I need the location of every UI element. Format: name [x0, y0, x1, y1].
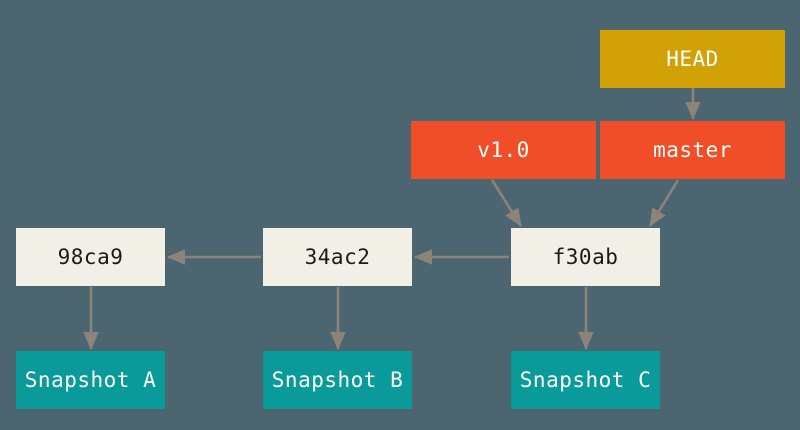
node-snapshot-c-label: Snapshot C: [519, 368, 652, 392]
node-commit-98ca9[interactable]: 98ca9: [16, 228, 165, 286]
node-snapshot-a-label: Snapshot A: [24, 368, 157, 392]
node-commit-98ca9-label: 98ca9: [57, 245, 124, 269]
node-commit-f30ab-label: f30ab: [552, 245, 619, 269]
node-snapshot-a[interactable]: Snapshot A: [16, 351, 165, 409]
node-head-label: HEAD: [666, 47, 719, 71]
node-head[interactable]: HEAD: [600, 30, 785, 88]
node-branch-master-label: master: [653, 138, 732, 162]
node-tag-v1-0-label: v1.0: [477, 138, 530, 162]
node-commit-34ac2[interactable]: 34ac2: [263, 228, 412, 286]
node-commit-34ac2-label: 34ac2: [304, 245, 371, 269]
node-branch-master[interactable]: master: [600, 121, 785, 179]
node-commit-f30ab[interactable]: f30ab: [511, 228, 660, 286]
edge-master-to-f30ab: [648, 179, 680, 227]
edge-v10-to-f30ab: [490, 179, 523, 227]
node-snapshot-c[interactable]: Snapshot C: [511, 351, 660, 409]
node-tag-v1-0[interactable]: v1.0: [411, 121, 596, 179]
node-snapshot-b-label: Snapshot B: [271, 368, 404, 392]
node-snapshot-b[interactable]: Snapshot B: [263, 351, 412, 409]
